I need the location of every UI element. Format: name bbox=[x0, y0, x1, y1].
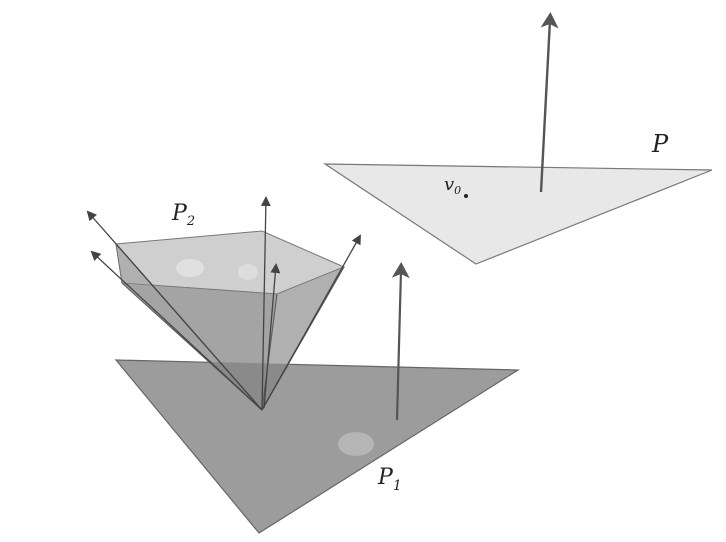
highlight bbox=[176, 259, 204, 277]
pyramid-edge bbox=[261, 293, 278, 411]
plane-p-normal-arrow bbox=[539, 12, 559, 193]
cone-ray-arrow bbox=[263, 263, 281, 409]
cone-ray-arrow bbox=[261, 234, 361, 411]
cone-ray-arrow bbox=[90, 250, 263, 411]
label-p: P bbox=[651, 130, 669, 158]
label-p2: P2 bbox=[171, 201, 195, 229]
pyramid-top-edge bbox=[115, 243, 123, 284]
plane-p1-normal-arrow bbox=[391, 262, 410, 421]
plane-p bbox=[322, 163, 713, 265]
highlight bbox=[338, 432, 374, 456]
label-v0: v0 bbox=[444, 174, 461, 197]
cone-ray-arrow bbox=[86, 210, 263, 411]
point-v0 bbox=[464, 194, 468, 198]
highlight bbox=[238, 264, 258, 280]
label-p1: P1 bbox=[377, 465, 402, 494]
plane-p1 bbox=[114, 359, 521, 534]
cone-ray-arrow bbox=[260, 196, 271, 411]
